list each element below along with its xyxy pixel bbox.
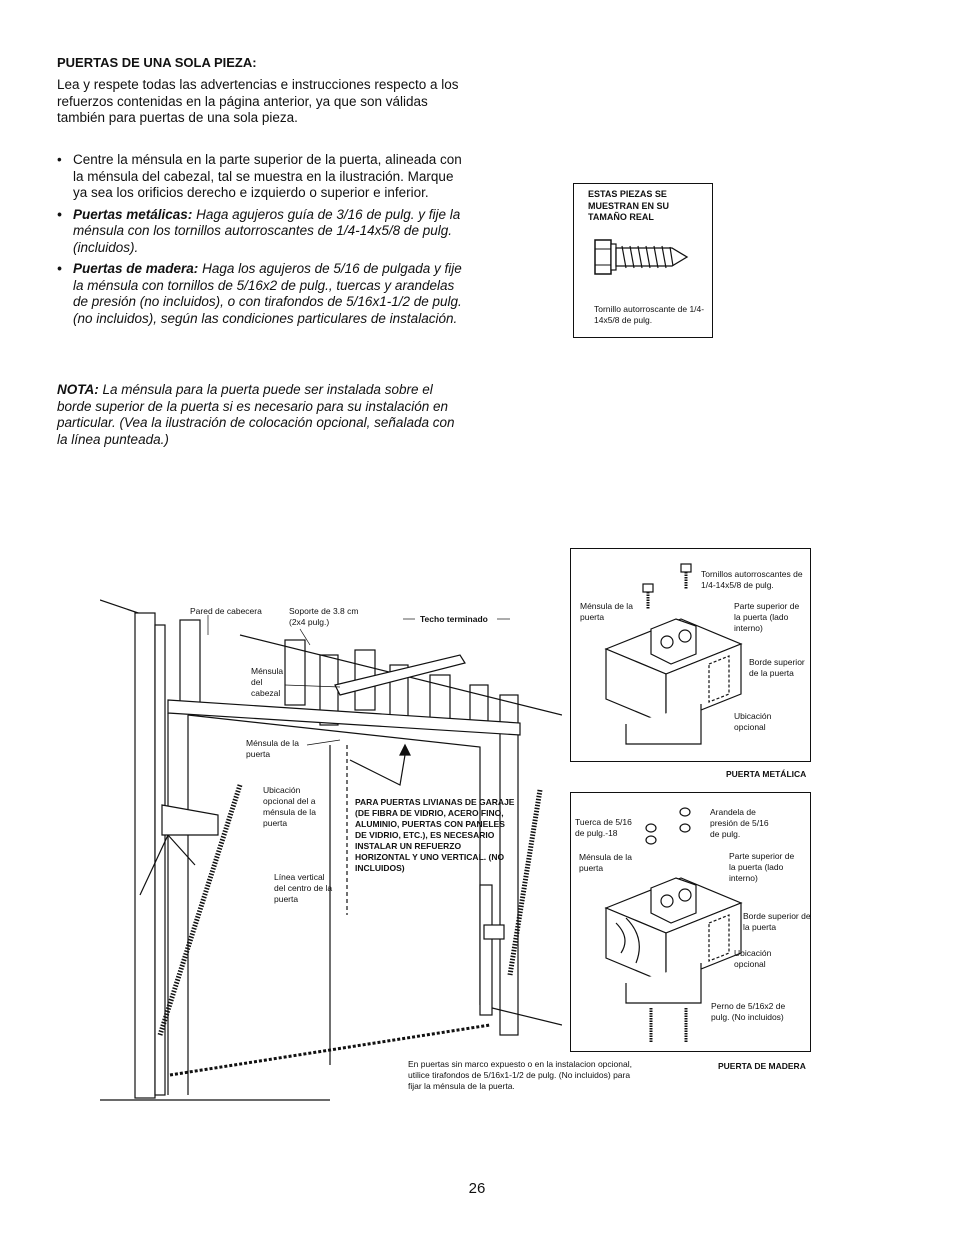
list-item: • Puertas de madera: Haga los agujeros d… <box>57 261 467 327</box>
label-optional-location: Ubicación opcional <box>734 711 772 732</box>
label-door-top-inside: Parte superior de la puerta (lado intern… <box>734 601 800 633</box>
screw-icon <box>594 239 689 275</box>
list-item: • Centre la ménsula en la parte superior… <box>57 152 467 202</box>
label-2x4-support: Soporte de 3.8 cm (2x4 pulg.) <box>289 606 359 627</box>
label-lock-washer: Arandela de presión de 5/16 de pulg. <box>710 807 769 839</box>
bullet-lead: Puertas metálicas: <box>73 206 193 222</box>
warning-lightweight-doors: PARA PUERTAS LIVIANAS DE GARAJE (DE FIBR… <box>355 797 515 873</box>
bullet-marker: • <box>57 261 62 276</box>
label-bolt: Perno de 5/16x2 de pulg. (No incluidos) <box>711 1001 786 1022</box>
section-heading: PUERTAS DE UNA SOLA PIEZA: <box>57 55 257 70</box>
parts-box-caption: Tornillo autorroscante de 1/4-14x5/8 de … <box>594 304 705 325</box>
page-number: 26 <box>468 1180 486 1197</box>
label-door-bracket: Ménsula de la puerta <box>580 601 633 622</box>
note-text: La ménsula para la puerta puede ser inst… <box>57 382 455 447</box>
bullet-text: Centre la ménsula en la parte superior d… <box>73 152 462 200</box>
label-optional-location: Ubicación opcional del a ménsula de la p… <box>263 785 316 828</box>
label-finished-ceiling: Techo terminado <box>420 614 488 624</box>
list-item: • Puertas metálicas: Haga agujeros guía … <box>57 207 467 257</box>
bullet-marker: • <box>57 152 62 167</box>
wood-panel-title: PUERTA DE MADERA <box>718 1061 806 1071</box>
label-header-bracket: Ménsula del cabezal <box>251 666 284 698</box>
label-door-bracket: Ménsula de la puerta <box>579 852 632 873</box>
instruction-list: • Centre la ménsula en la parte superior… <box>57 152 467 332</box>
metal-panel-title: PUERTA METÁLICA <box>726 769 807 779</box>
wood-door-bracket-illustration <box>604 807 743 1043</box>
parts-box-header: ESTAS PIEZAS SE MUESTRAN EN SU TAMAÑO RE… <box>588 189 670 222</box>
wood-door-panel: Arandela de presión de 5/16 de pulg. Tue… <box>570 792 811 1052</box>
label-bottom-note: En puertas sin marco expuesto o en la in… <box>408 1059 632 1091</box>
label-nut: Tuerca de 5/16 de pulg.-18 <box>575 817 632 838</box>
metal-door-panel: Tornillos autorroscantes de 1/4-14x5/8 d… <box>570 548 811 762</box>
note-lead: NOTA: <box>57 382 99 397</box>
label-door-top-inside: Parte superior de la puerta (lado intern… <box>729 851 795 883</box>
label-optional-location: Ubicación opcional <box>734 948 772 969</box>
bullet-marker: • <box>57 206 62 222</box>
label-center-line: Línea vertical del centro de la puerta <box>274 872 333 904</box>
bullet-lead: Puertas de madera: <box>73 261 199 276</box>
bullet-text: Haga los agujeros de 5/16 de pulgada y f… <box>73 261 462 326</box>
label-header-wall: Pared de cabecera <box>190 606 262 616</box>
label-door-bracket: Ménsula de la puerta <box>246 738 299 759</box>
label-self-tapping-screws: Tornillos autorroscantes de 1/4-14x5/8 d… <box>701 569 803 590</box>
actual-size-parts-box: ESTAS PIEZAS SE MUESTRAN EN SU TAMAÑO RE… <box>573 183 713 338</box>
label-door-top-edge: Borde superior de la puerta <box>743 911 811 932</box>
bullet-text: Haga agujeros guía de 3/16 de pulg. y fi… <box>73 206 461 255</box>
garage-door-installation-figure <box>100 599 562 1101</box>
note-paragraph: NOTA: La ménsula para la puerta puede se… <box>57 382 467 448</box>
metal-door-bracket-illustration <box>604 563 743 745</box>
label-door-top-edge: Borde superior de la puerta <box>749 657 805 678</box>
intro-paragraph: Lea y respete todas las advertencias e i… <box>57 77 459 125</box>
